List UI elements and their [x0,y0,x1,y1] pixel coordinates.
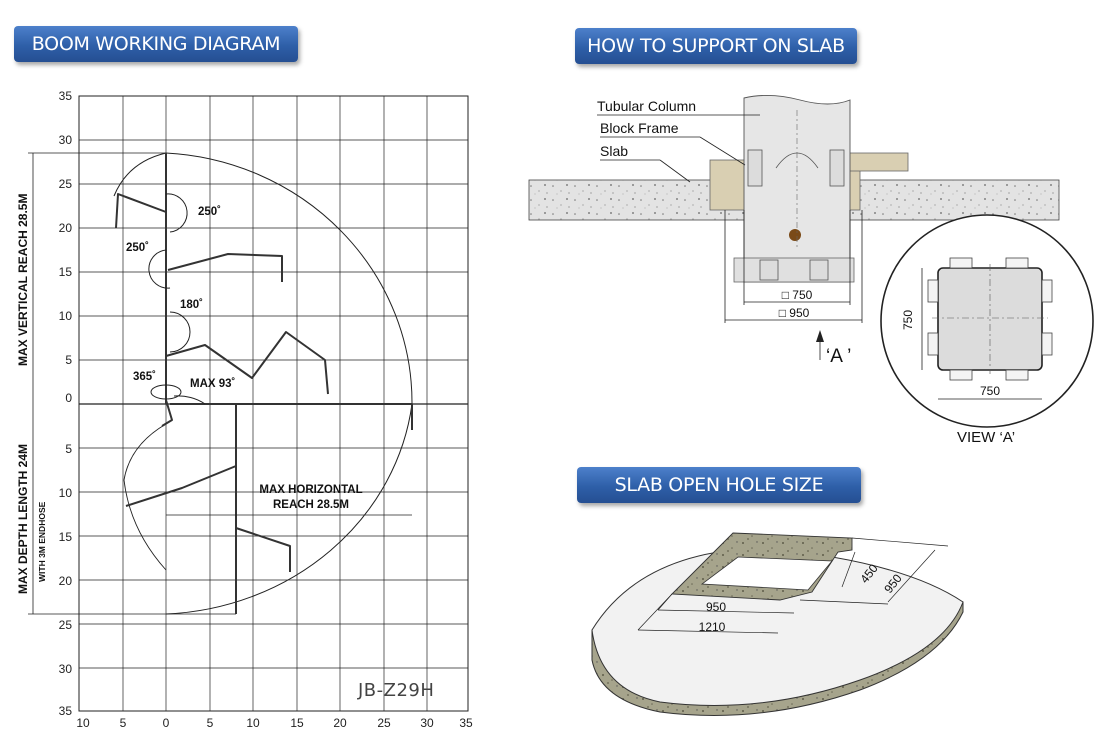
view-a-arrow [816,330,824,342]
y-tick: 25 [59,177,73,191]
x-tick: 0 [163,716,170,730]
max-horizontal-label: MAX HORIZONTAL [259,484,362,496]
dim-750: □ 750 [782,288,813,302]
slab-hole-title: SLAB OPEN HOLE SIZE [577,467,861,503]
tubular-column-label: Tubular Column [597,98,696,114]
view-a-marker: ‘A ’ [826,346,851,367]
y-tick: 20 [59,574,73,588]
y-tick: 15 [59,530,73,544]
y-tick: 20 [59,221,73,235]
x-tick: 30 [420,716,434,730]
view-a-centerlines [932,264,1048,374]
x-tick: 25 [377,716,391,730]
angle-max-93: MAX 93˚ [190,378,236,390]
y-tick: 5 [65,442,72,456]
block-frame-label: Block Frame [600,120,679,136]
y-tick: 35 [59,704,73,718]
max-horizontal-reach-label: REACH 28.5M [273,499,349,511]
support-leaders [597,114,863,360]
hole-dim-1210: 1210 [699,620,726,634]
slab-label: Slab [600,143,628,159]
angle-180: 180˚ [180,299,203,311]
x-tick: 10 [246,716,260,730]
column-details [747,149,845,281]
endhose-label: WITH 3M ENDHOSE [37,501,47,582]
y-tick: 0 [65,391,72,405]
view-a-dim-vertical: 750 [901,310,915,330]
slab-hole-opening [700,556,833,591]
tubular-column [743,95,851,283]
boom-dimension-rails [28,152,236,615]
y-tick: 30 [59,662,73,676]
x-tick: 35 [459,716,473,730]
hole-dim-950: 950 [706,600,726,614]
slab-hole-dimensions [637,537,949,634]
x-tick: 5 [207,716,214,730]
max-depth-label: MAX DEPTH LENGTH 24M [16,444,30,594]
view-a-bolts [927,257,1053,381]
boom-y-ticks-bottom: 5 10 15 20 25 30 35 [59,442,73,718]
block-frame-arm [847,152,909,172]
boom-diagram-title: BOOM WORKING DIAGRAM [14,26,298,62]
boom-envelope [165,152,413,615]
y-tick: 10 [59,486,73,500]
angle-365: 365˚ [133,371,156,383]
y-tick: 35 [59,89,73,103]
y-tick: 30 [59,133,73,147]
column-base [733,257,855,283]
angle-250-lower: 250˚ [126,242,149,254]
view-a-dimensions [921,268,1042,400]
y-tick: 5 [65,353,72,367]
dim-950: □ 950 [779,306,810,320]
view-a-dim-horizontal: 750 [980,384,1000,398]
y-tick: 10 [59,309,73,323]
x-tick: 15 [290,716,304,730]
x-tick: 5 [120,716,127,730]
y-tick: 25 [59,618,73,632]
angle-250-upper: 250˚ [198,206,221,218]
column-hole [789,229,801,241]
model-name: JB-Z29H [357,680,434,701]
boom-x-ticks: 10 5 0 5 10 15 20 25 30 35 [76,716,473,730]
boom-arms [115,153,413,614]
boom-y-ticks-top: 35 30 25 20 15 10 5 0 [59,89,73,405]
boom-angle-arcs [148,193,206,405]
boom-envelope-upper [113,152,167,197]
x-tick: 10 [76,716,90,730]
y-tick: 15 [59,265,73,279]
max-vertical-label: MAX VERTICAL REACH 28.5M [16,194,30,366]
support-on-slab-title: HOW TO SUPPORT ON SLAB [575,28,857,64]
view-a-label: VIEW ‘A’ [957,429,1015,446]
x-tick: 20 [333,716,347,730]
boom-envelope-lower [123,423,167,571]
